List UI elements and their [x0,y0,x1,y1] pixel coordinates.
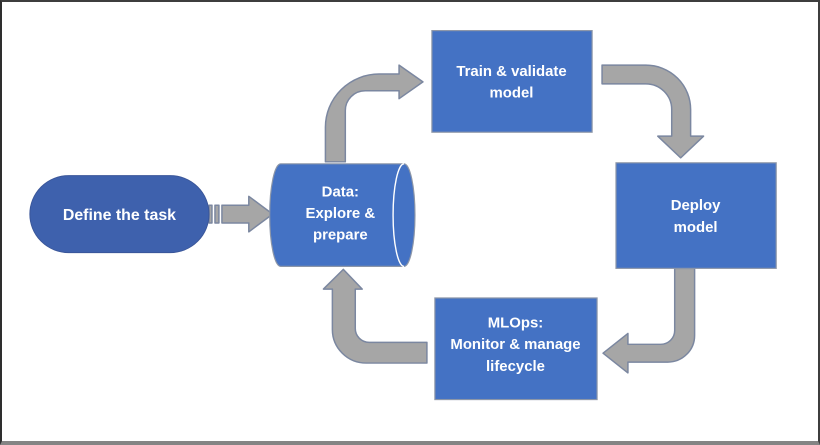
define-task-label: Define the task [63,207,176,224]
mlops-shape [434,297,598,401]
node-deploy-model: Deploy model [615,162,777,269]
arrow-data-to-train [324,64,424,163]
deploy-label-line2: model [674,220,718,236]
data-label-line1: Data: [322,184,359,200]
data-label-line2: Explore & [306,206,376,222]
mlops-label-line3: lifecycle [486,359,545,375]
deploy-label-line1: Deploy [671,198,721,214]
deploy-model-shape [615,162,777,269]
node-mlops: MLOps: Monitor & manage lifecycle [434,297,598,401]
arrow-stripe-2 [214,204,220,224]
node-define-task: Define the task [29,175,210,254]
arrow-train-to-deploy [601,64,705,159]
train-label-line1: Train & validate [456,64,566,80]
arrow-define-to-data [208,195,274,233]
arrow-mlops-to-data [322,268,428,364]
arrow-body [221,195,274,233]
train-label-line2: model [490,86,534,102]
node-train-validate: Train & validate model [431,30,593,133]
cylinder-rim-highlight [392,163,405,268]
define-task-shape [29,175,210,254]
mlops-label-line2: Monitor & manage [450,337,580,353]
data-label-line3: prepare [313,228,368,244]
train-validate-shape [431,30,593,133]
node-data-cylinder: Data: Explore & prepare [269,163,416,268]
mlops-label-line1: MLOps: [488,316,544,332]
arrow-deploy-to-mlops [602,267,696,374]
